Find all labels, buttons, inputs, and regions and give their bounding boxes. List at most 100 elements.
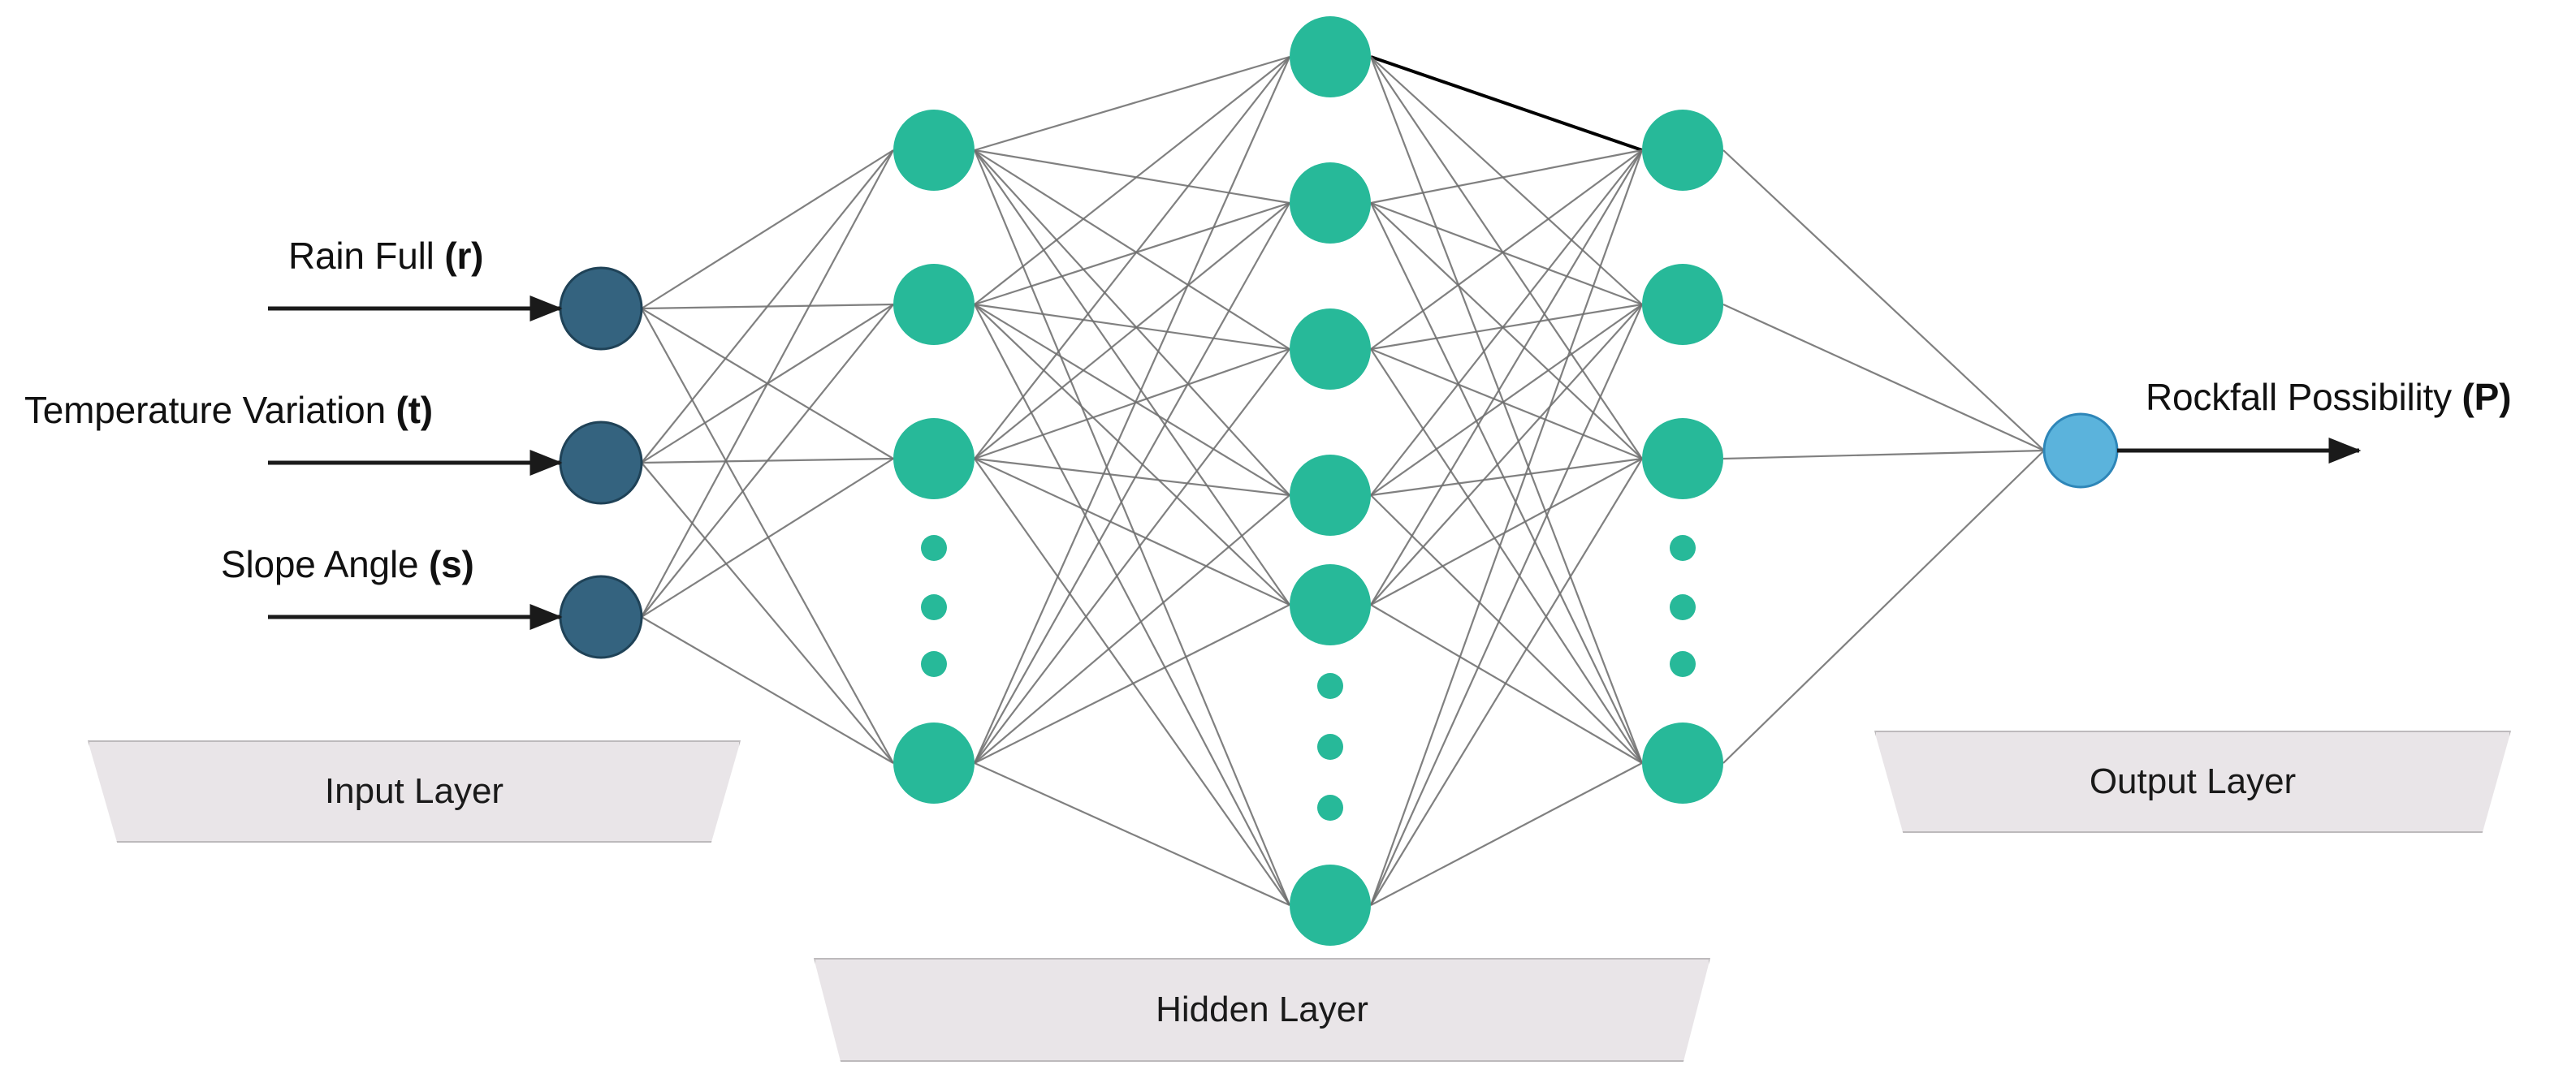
edge bbox=[1370, 149, 1643, 606]
io-arrows bbox=[268, 295, 2362, 630]
edge bbox=[974, 149, 1290, 606]
hidden-layer-2-ellipsis-dot-2 bbox=[1317, 734, 1343, 760]
edge bbox=[1369, 149, 1644, 906]
edge bbox=[974, 149, 1290, 350]
banner-hidden-layer: Hidden Layer bbox=[814, 958, 1710, 1062]
edge bbox=[1370, 201, 1643, 306]
input-label-temperature-variation: Temperature Variation (t) bbox=[24, 389, 434, 431]
input-symbol-s: (s) bbox=[428, 543, 474, 585]
hidden-layer-2-node-4 bbox=[1290, 455, 1371, 536]
edge bbox=[974, 202, 1290, 764]
hidden-layer-2-node-1 bbox=[1290, 16, 1371, 97]
hidden-layer-1-ellipsis-dot-1 bbox=[921, 535, 947, 561]
banner-hidden-label: Hidden Layer bbox=[1156, 990, 1368, 1029]
hidden-layer-3-node-1 bbox=[1642, 110, 1723, 191]
edge bbox=[974, 201, 1290, 306]
banner-input-layer: Input Layer bbox=[88, 740, 741, 843]
edge bbox=[1370, 149, 1643, 496]
hidden-layer-1-ellipsis-dot-3 bbox=[921, 651, 947, 677]
edge bbox=[1722, 450, 2045, 764]
edge bbox=[974, 304, 1290, 496]
edge bbox=[973, 56, 1291, 764]
edge bbox=[641, 149, 894, 309]
hidden-layer-1-ellipsis-dot-2 bbox=[921, 594, 947, 620]
edge bbox=[974, 457, 1290, 497]
hidden-layer-3-node-3 bbox=[1642, 418, 1723, 499]
edge bbox=[974, 149, 1290, 496]
edge bbox=[974, 347, 1290, 460]
edge bbox=[974, 458, 1290, 606]
edge bbox=[974, 304, 1290, 606]
output-symbol-p: (P) bbox=[2461, 376, 2512, 418]
banner-output-layer: Output Layer bbox=[1874, 731, 2511, 833]
edge bbox=[1370, 149, 1643, 350]
edge bbox=[1370, 347, 1643, 460]
edge bbox=[974, 56, 1290, 305]
input-symbol-t: (t) bbox=[395, 389, 434, 431]
hidden-layer-2-ellipsis-dot-1 bbox=[1317, 673, 1343, 699]
network-edges bbox=[641, 55, 2045, 907]
input-layer-node-2 bbox=[559, 421, 643, 505]
input-label-slope-angle: Slope Angle (s) bbox=[221, 543, 474, 585]
hidden-layer-3-node-4 bbox=[1642, 723, 1723, 804]
edge bbox=[1369, 56, 1644, 764]
edge bbox=[974, 56, 1290, 459]
hidden-layer-1-node-4 bbox=[893, 723, 975, 804]
edge bbox=[641, 616, 894, 764]
edge bbox=[974, 303, 1290, 351]
hidden-layer-3-ellipsis-dot-2 bbox=[1670, 594, 1696, 620]
edge bbox=[641, 308, 894, 764]
edge bbox=[1370, 494, 1643, 764]
edge bbox=[1370, 202, 1643, 764]
edge bbox=[1369, 304, 1644, 906]
output-layer-node-1 bbox=[2042, 412, 2119, 489]
edge bbox=[1370, 348, 1643, 764]
edge bbox=[1370, 304, 1643, 496]
banner-output-label: Output Layer bbox=[2089, 761, 2297, 801]
edge bbox=[1370, 457, 1643, 497]
hidden-layer-1-node-3 bbox=[893, 418, 975, 499]
edge bbox=[1370, 458, 1643, 906]
edge bbox=[974, 55, 1290, 152]
edge bbox=[641, 458, 894, 618]
output-label-rockfall-possibility: Rockfall Possibility (P) bbox=[2146, 376, 2512, 418]
edge bbox=[1370, 762, 1643, 906]
edge bbox=[973, 149, 1291, 906]
edge bbox=[1722, 149, 2045, 451]
input-label-rain-full: Rain Full (r) bbox=[288, 235, 484, 277]
edge bbox=[641, 149, 894, 618]
hidden-layer-3-ellipsis-dot-3 bbox=[1670, 651, 1696, 677]
edge bbox=[1370, 149, 1643, 205]
banner-input-label: Input Layer bbox=[324, 771, 504, 811]
edge bbox=[1370, 604, 1643, 764]
hidden-layer-2-node-6 bbox=[1290, 865, 1371, 946]
edge bbox=[641, 304, 894, 618]
edge bbox=[1370, 56, 1643, 305]
edge bbox=[974, 494, 1290, 764]
edge bbox=[974, 202, 1290, 459]
edge bbox=[641, 462, 894, 764]
hidden-layer-2-node-5 bbox=[1290, 564, 1371, 645]
hidden-layer-1-node-2 bbox=[893, 264, 975, 345]
hidden-layer-3-node-2 bbox=[1642, 264, 1723, 345]
edge bbox=[1722, 449, 2045, 460]
hidden-layer-3-ellipsis-dot-1 bbox=[1670, 535, 1696, 561]
edge bbox=[1370, 304, 1643, 606]
edge bbox=[1722, 303, 2045, 452]
hidden-layer-2-node-2 bbox=[1290, 162, 1371, 244]
edge bbox=[974, 304, 1290, 906]
input-layer-node-3 bbox=[559, 575, 643, 659]
edge bbox=[1370, 458, 1643, 606]
edge bbox=[1370, 202, 1643, 459]
edge bbox=[974, 149, 1290, 205]
input-symbol-r: (r) bbox=[444, 235, 484, 277]
edge bbox=[974, 458, 1290, 906]
edge bbox=[974, 348, 1290, 764]
hidden-layer-2-ellipsis-dot-3 bbox=[1317, 795, 1343, 821]
hidden-layer-1-node-1 bbox=[893, 110, 975, 191]
edge bbox=[974, 761, 1290, 907]
edge bbox=[1370, 56, 1643, 459]
network-nodes bbox=[559, 16, 2119, 946]
